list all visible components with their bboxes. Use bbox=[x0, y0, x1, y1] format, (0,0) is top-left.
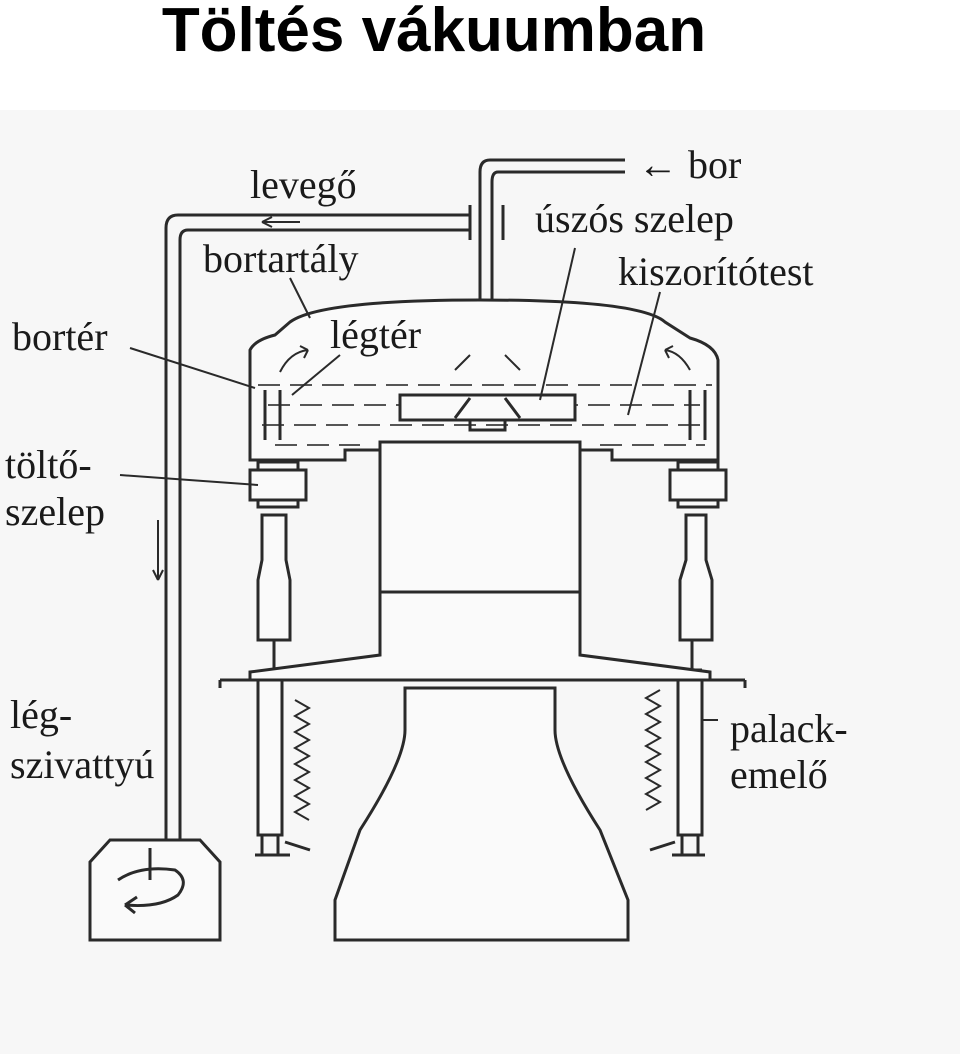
leader-lines bbox=[119, 247, 718, 721]
label-borter: bortér bbox=[12, 314, 108, 359]
wine-tank bbox=[248, 298, 720, 462]
label-levego: levegő bbox=[250, 162, 357, 207]
label-leg-2: szivattyú bbox=[10, 742, 154, 787]
label-palack-1: palack- bbox=[730, 706, 848, 751]
vacuum-pump bbox=[88, 838, 222, 942]
label-bor: ← bor bbox=[638, 142, 741, 187]
page-title: Töltés vákuumban bbox=[161, 0, 707, 65]
label-legter: légtér bbox=[330, 312, 421, 357]
label-bortartaly: bortartály bbox=[203, 236, 359, 281]
wine-inlet-pipe bbox=[478, 158, 625, 405]
label-leg-1: lég- bbox=[10, 692, 72, 737]
central-column bbox=[218, 440, 747, 688]
label-uszos-szelep: úszós szelep bbox=[535, 196, 734, 241]
label-tolto-2: szelep bbox=[5, 489, 105, 534]
label-kiszoritotest: kiszorítótest bbox=[618, 249, 814, 294]
float-valve bbox=[398, 393, 577, 422]
bottle bbox=[333, 686, 630, 942]
right-filling-valve bbox=[643, 390, 728, 857]
label-palack-2: emelő bbox=[730, 752, 828, 797]
air-pipe bbox=[152, 205, 505, 840]
label-tolto-1: töltő- bbox=[5, 442, 92, 487]
